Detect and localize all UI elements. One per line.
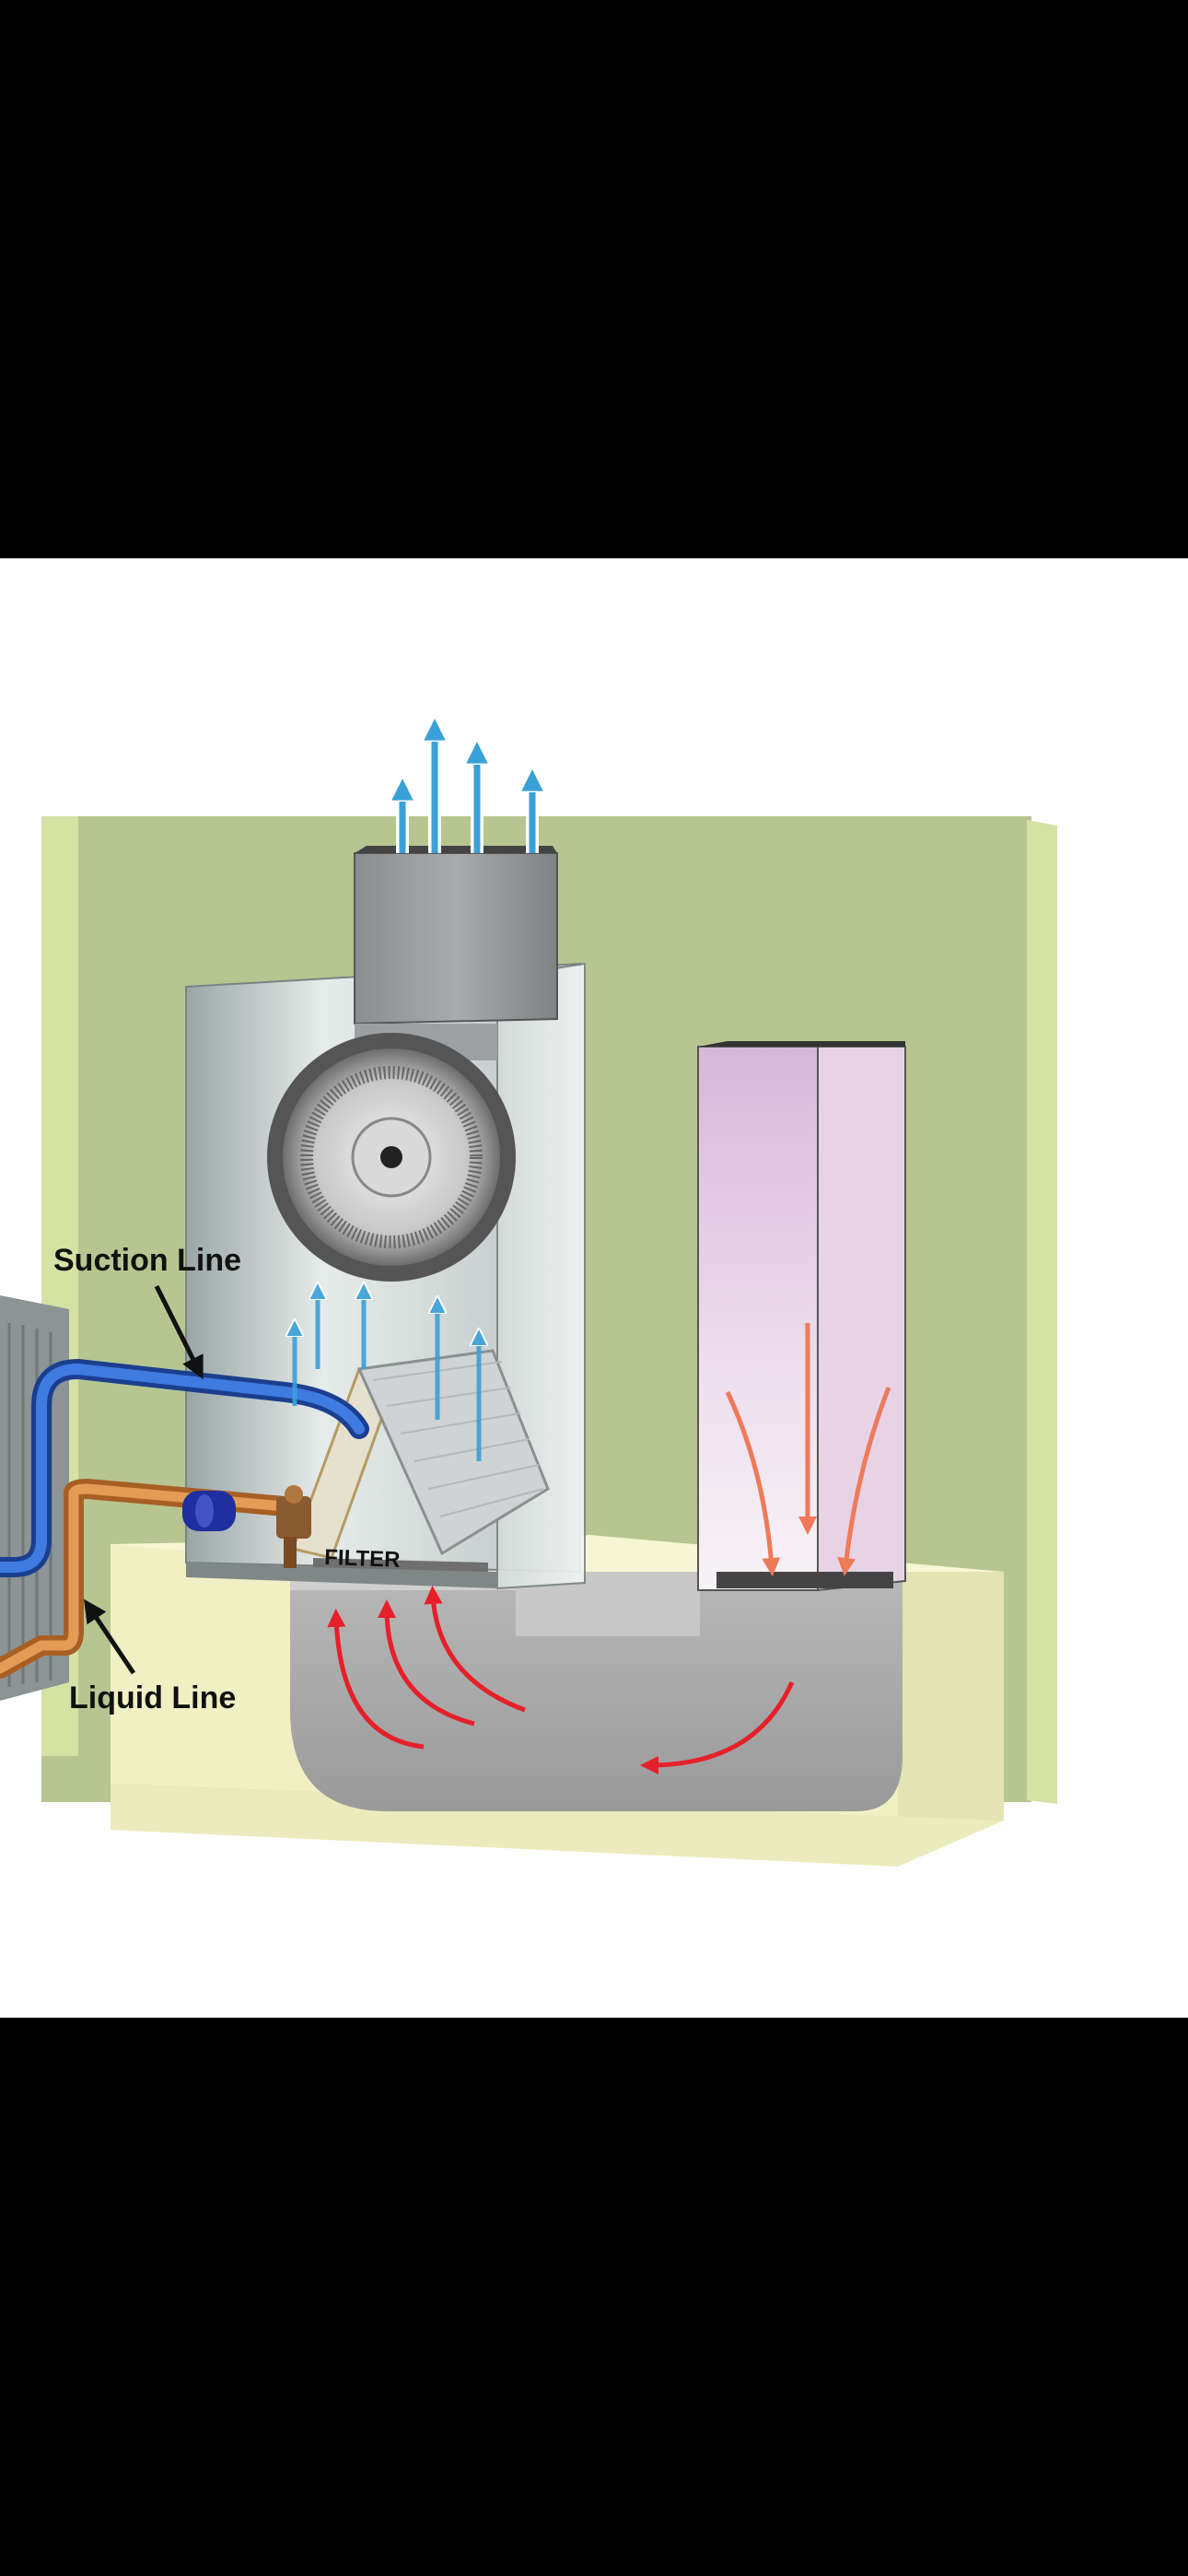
expansion-valve — [276, 1485, 311, 1568]
hvac-air-handler-diagram: FILTER — [0, 558, 1057, 1867]
return-drop-arrow — [837, 1387, 891, 1576]
suction-line-label: Suction Line — [53, 1243, 241, 1278]
liquid-line-label: Liquid Line — [69, 1680, 236, 1715]
return-air-arrow — [378, 1599, 475, 1727]
return-air-arrow — [424, 1586, 526, 1713]
suction-line-callout: Suction Line — [53, 1243, 241, 1380]
return-drop-arrow — [725, 1390, 781, 1576]
return-air-arrow — [327, 1609, 425, 1750]
evaporator-coil — [291, 1349, 550, 1572]
return-air-column — [697, 1041, 906, 1592]
return-duct — [290, 1572, 903, 1811]
filter-label: FILTER — [324, 1545, 401, 1573]
liquid-line-callout: Liquid Line — [69, 1598, 236, 1715]
filter-drier — [182, 1491, 236, 1531]
diagram-image: FILTER — [0, 558, 1188, 2018]
blower-fan — [267, 1033, 516, 1282]
return-air-arrow — [640, 1680, 795, 1774]
